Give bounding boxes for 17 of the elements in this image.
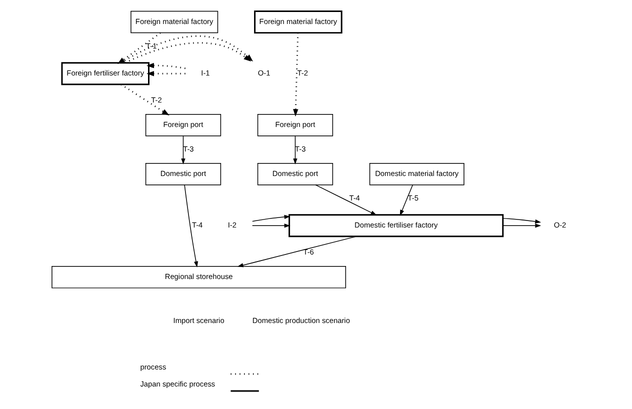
edge-label: T-5 — [408, 193, 419, 202]
edge-label: T-3 — [183, 144, 194, 154]
node-text: O-1 — [258, 68, 270, 78]
edge-label: T-3 — [295, 144, 306, 154]
edge-label: T-2 — [151, 96, 162, 105]
node-text: O-2 — [554, 220, 566, 230]
edge-label: T-2 — [297, 68, 308, 78]
node-text: I-2 — [228, 220, 237, 230]
node-text: I-1 — [201, 68, 210, 78]
legend-label: Japan specific process — [140, 380, 216, 389]
label: Import scenario — [173, 316, 224, 326]
edge-label: T-4 — [349, 193, 360, 202]
edge-label: T-6 — [303, 248, 314, 257]
label: Domestic production scenario — [252, 316, 350, 326]
legend-label: process — [140, 362, 166, 372]
edge-label: T-1 — [146, 41, 157, 50]
edge-label: T-4 — [192, 220, 203, 230]
